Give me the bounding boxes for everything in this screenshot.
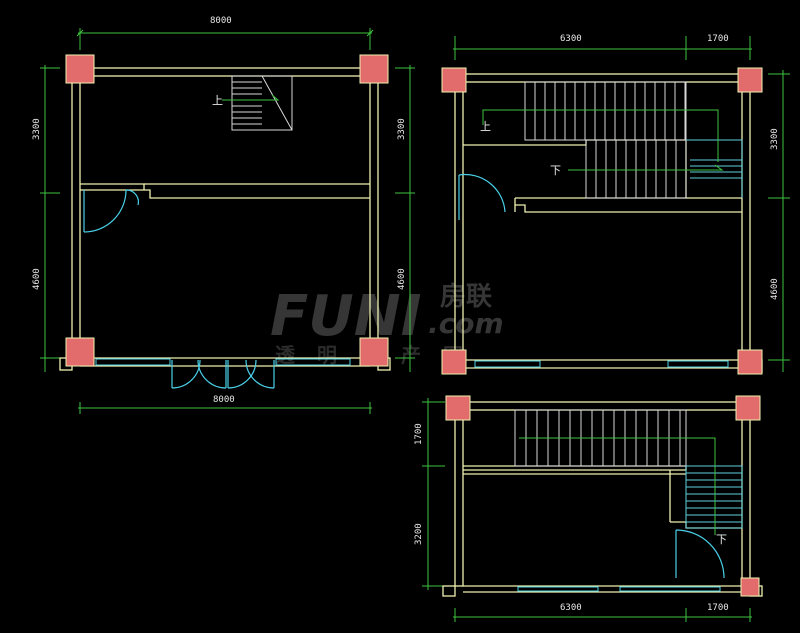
plan-b-column-bl	[441, 349, 467, 375]
plan-b-right-dimension: 3300 4600	[768, 70, 790, 372]
plan-a-right-upper: 3300	[397, 118, 407, 140]
plan-b-stair-up: 上	[480, 120, 491, 133]
plan-a-left-lower: 4600	[32, 268, 42, 290]
plan-b-stair-down: 下	[550, 164, 561, 177]
plan-c-column-tr	[735, 395, 761, 421]
plan-c-windows	[517, 586, 721, 592]
plan-a-right-dimension: 3300 4600	[395, 65, 415, 372]
watermark-brand-cn: 房联	[440, 282, 492, 312]
plan-c-stair: 下	[514, 409, 743, 546]
plan-b-right-lower: 4600	[770, 278, 780, 300]
plan-a-left-upper: 3300	[32, 118, 42, 140]
plan-b-top-main: 6300	[560, 34, 582, 44]
plan-a-side-door	[83, 189, 139, 233]
plan-a-bottom-width: 8000	[213, 395, 235, 405]
plan-b-right-upper: 3300	[770, 128, 780, 150]
plan-a-right-lower: 4600	[397, 268, 407, 290]
plan-c-door	[675, 529, 725, 579]
watermark-domain: .com	[428, 307, 504, 340]
plan-c-left-lower: 3200	[414, 523, 424, 545]
plan-b-top-dimension: 6300 1700	[453, 34, 752, 60]
plan-a-bottom-dimension: 8000	[78, 395, 372, 414]
plan-a-top-dimension: 8000	[76, 16, 374, 50]
plan-a-column-tr	[359, 54, 389, 84]
plan-c-stair-down: 下	[716, 533, 727, 546]
plan-c-left-dimension: 1700 3200	[414, 398, 445, 590]
plan-b-column-tl	[441, 67, 467, 93]
plan-c-bottom-side: 1700	[707, 603, 729, 613]
plan-a-column-tl	[65, 54, 95, 84]
plan-a-left-dimension: 3300 4600	[32, 65, 60, 372]
plan-a-column-bl	[65, 337, 95, 367]
plan-b-stair: 上 下	[480, 81, 743, 199]
plan-b-top-side: 1700	[707, 34, 729, 44]
plan-c-column-tl	[445, 395, 471, 421]
plan-b-column-tr	[737, 67, 763, 93]
plan-a-column-br	[359, 337, 389, 367]
plan-a-stair: 上	[212, 75, 293, 131]
plan-b-column-br	[737, 349, 763, 375]
plan-c-bottom-dimension: 6300 1700	[453, 603, 752, 622]
plan-b: 6300 1700 3300 4600	[441, 34, 790, 375]
plan-c-bottom-main: 6300	[560, 603, 582, 613]
plan-b-windows	[474, 360, 729, 368]
plan-b-door	[458, 173, 506, 220]
plan-c-left-upper: 1700	[414, 423, 424, 445]
watermark-brand: FUNI	[270, 284, 421, 349]
plan-c-column-br	[740, 577, 760, 597]
plan-c: 1700 3200 6300 1700	[414, 395, 763, 622]
plan-a-stair-label: 上	[212, 94, 223, 107]
plan-a-top-width: 8000	[210, 16, 232, 26]
plan-a-front-doors	[95, 358, 351, 389]
plan-a: 8000 3300 4600 3300 4600 8000	[32, 16, 415, 414]
